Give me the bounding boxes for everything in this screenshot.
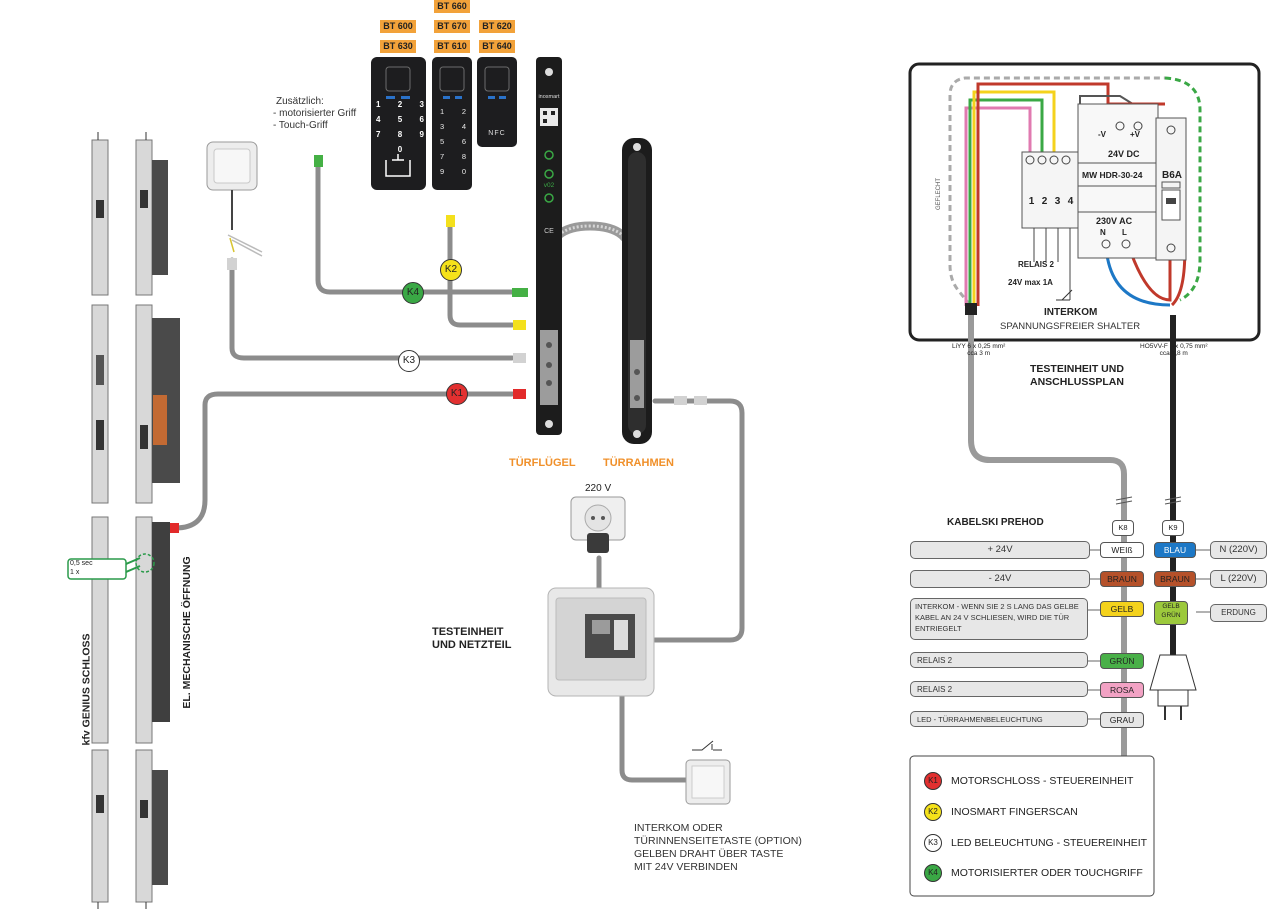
wire-row-label: N (220V) <box>1210 541 1267 559</box>
version-label: v02 <box>543 182 555 189</box>
kabel-title: KABELSKI PREHOD <box>947 517 1044 528</box>
k1-marker: K1 <box>446 383 468 405</box>
nfc-label: NFC <box>488 130 506 137</box>
green-connector <box>512 288 528 297</box>
color-tag: BRAUN <box>1100 571 1144 587</box>
braid-label: GEFLECHT <box>936 177 942 210</box>
model-badge: BT 610 <box>434 40 470 53</box>
model-badge: BT 670 <box>434 20 470 33</box>
dc-label: 24V DC <box>1108 149 1140 159</box>
ce-mark: CE <box>544 228 554 235</box>
k2-marker: K2 <box>440 259 462 281</box>
red-connector <box>513 389 526 399</box>
color-tag: GELB <box>1100 601 1144 617</box>
lock-assembly <box>91 132 180 909</box>
interkom-note: INTERKOM ODER TÜRINNENSEITETASTE (OPTION… <box>634 822 802 873</box>
color-tag: BRAUN <box>1154 571 1196 587</box>
test-unit-label: TESTEINHEIT UND NETZTEIL <box>432 626 512 651</box>
brand-label: inosmart <box>538 94 560 100</box>
model-badge: BT 660 <box>434 0 470 13</box>
k8-tag: K8 <box>1112 520 1134 536</box>
keypad-bt600 <box>371 57 426 190</box>
keypad-bt610 <box>432 57 472 190</box>
relais-spec: 24V max 1A <box>1008 278 1053 287</box>
yellow-connector <box>513 320 526 330</box>
k3-marker: K3 <box>398 350 420 372</box>
model-badge: BT 640 <box>479 40 515 53</box>
switch-label: SPANNUNGSFREIER SHALTER <box>1000 321 1141 332</box>
wire-row-label: - 24V <box>910 570 1090 588</box>
color-tag: GRAU <box>1100 712 1144 728</box>
wire-row-label: L (220V) <box>1210 570 1267 588</box>
l-label: L <box>1122 228 1127 237</box>
wire-row-label: + 24V <box>910 541 1090 559</box>
model-badge: BT 630 <box>380 40 416 53</box>
timer-label: 0,5 sec 1 x <box>70 560 93 576</box>
wire-row-label: RELAIS 2 <box>910 652 1088 668</box>
color-tag: GELB GRÜN <box>1154 601 1188 625</box>
color-tag: ROSA <box>1100 682 1144 698</box>
n-label: N <box>1100 228 1106 237</box>
relais-label: RELAIS 2 <box>1018 260 1055 269</box>
door-leaf-label: TÜRFLÜGEL <box>509 457 576 469</box>
wire-row-label: LED - TÜRRAHMENBELEUCHTUNG <box>910 711 1088 727</box>
ac-label: 230V AC <box>1096 216 1133 226</box>
door-frame-label: TÜRRAHMEN <box>603 457 674 469</box>
psu-model: MW HDR-30-24 <box>1082 170 1143 180</box>
v-minus: -V <box>1098 130 1106 139</box>
interkom-label: INTERKOM <box>1044 307 1098 318</box>
breaker-label: B6A <box>1162 170 1183 181</box>
wire-row-label: ERDUNG <box>1210 604 1267 622</box>
k9-tag: K9 <box>1162 520 1184 536</box>
v-plus: +V <box>1130 130 1141 139</box>
reader-bt620 <box>477 57 517 147</box>
color-tag: GRÜN <box>1100 653 1144 669</box>
voltage-label: 220 V <box>585 483 612 494</box>
additional-note: Zusätzlich: - motorisierter Griff - Touc… <box>273 96 357 131</box>
k4-marker: K4 <box>402 282 424 304</box>
gray-connector <box>513 353 526 363</box>
color-tag: BLAU <box>1154 542 1196 558</box>
wire-row-label: INTERKOM - WENN SIE 2 S LANG DAS GELBE K… <box>910 598 1088 640</box>
model-badge: BT 620 <box>479 20 515 33</box>
wire-row-label: RELAIS 2 <box>910 681 1088 697</box>
color-tag: WEIß <box>1100 542 1144 558</box>
model-badge: BT 600 <box>380 20 416 33</box>
